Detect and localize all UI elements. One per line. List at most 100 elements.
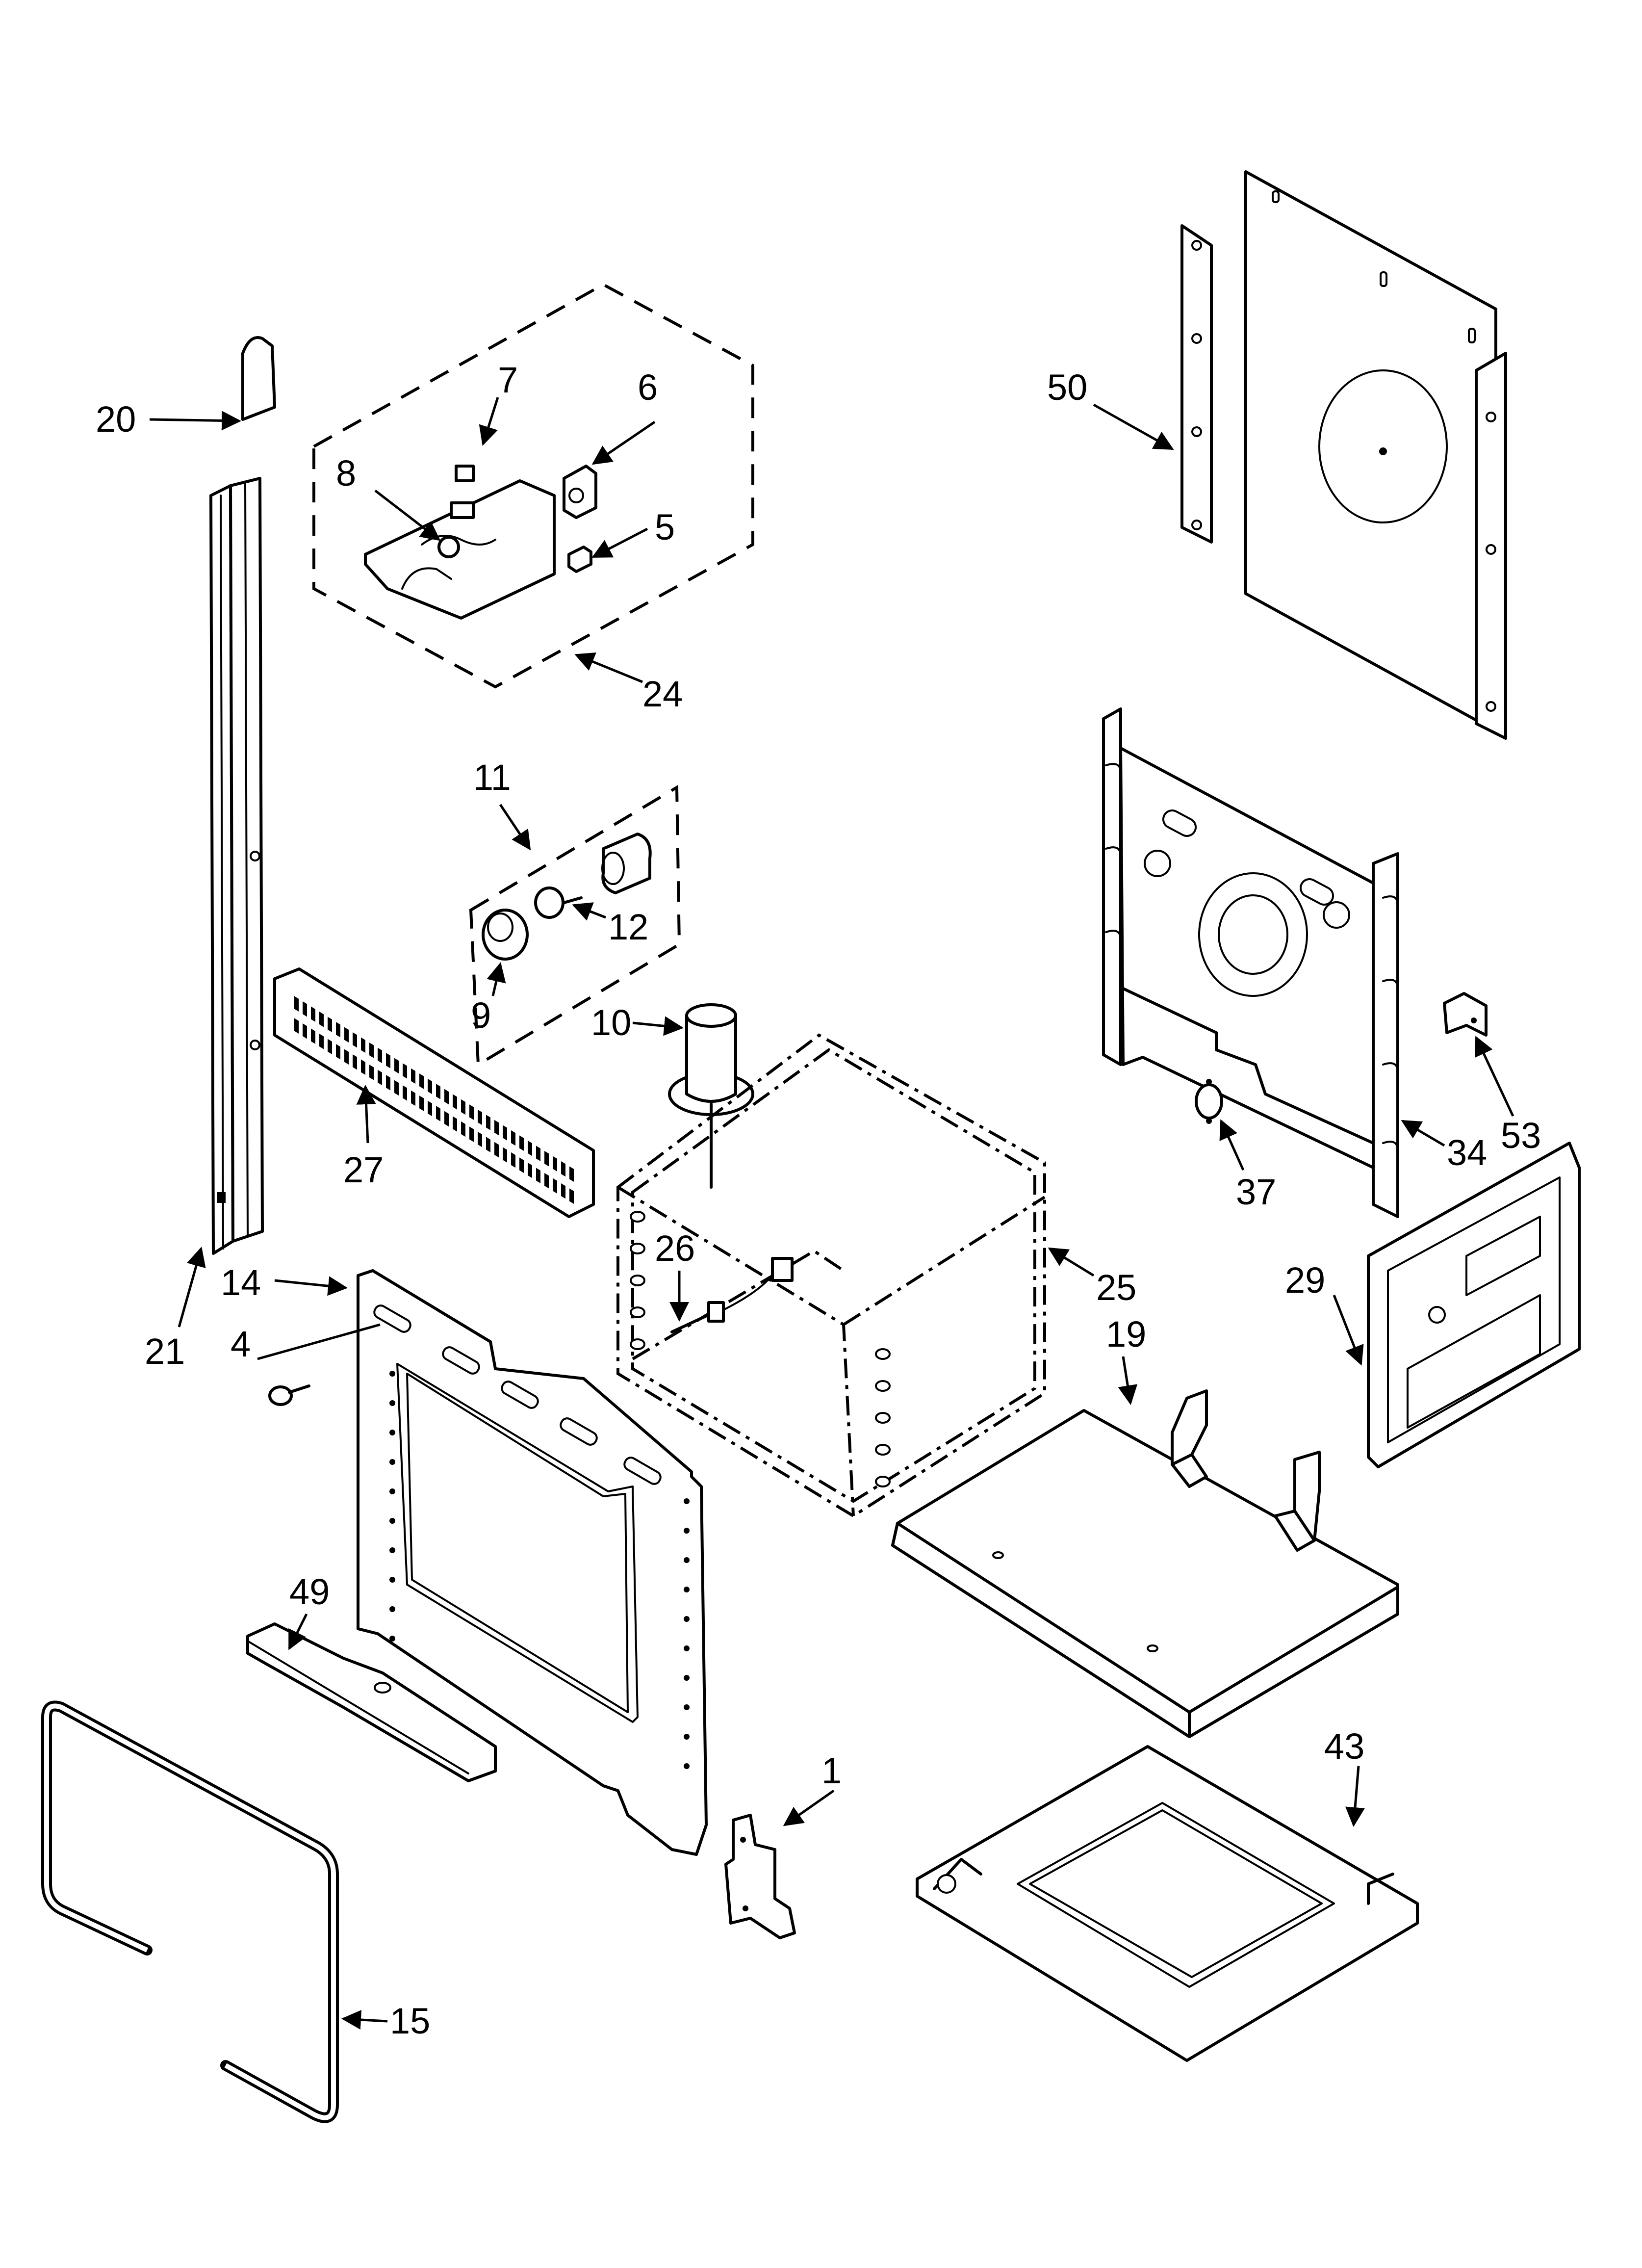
grille-slot [494,1142,499,1158]
callout-9: 10 [591,1002,631,1043]
frame-screw-hole [389,1400,395,1406]
rack-support [875,1476,891,1487]
grille-slot [361,1059,365,1075]
grille-slot [469,1104,474,1120]
grille-slot [569,1166,574,1182]
leader-11 [499,804,531,851]
callout-8: 8 [336,453,356,494]
callout-7: 7 [498,360,518,400]
rack-support [630,1338,645,1350]
part-11-lamp-assembly-group [469,784,681,1068]
grille-slot [411,1090,415,1106]
grille-slot [361,1037,365,1053]
part-34-vent-grille [273,967,595,1218]
grille-slot [544,1173,549,1189]
grille-slot [294,1018,299,1034]
grille-slot [328,1039,332,1054]
rack-support [630,1211,645,1223]
grille-slot [486,1137,490,1152]
callout-21: 21 [145,1331,185,1372]
grille-slot [303,1001,307,1017]
grille-slot [344,1027,349,1043]
frame-screw-hole [684,1557,690,1563]
grille-slot [503,1147,507,1163]
callout-12: 12 [608,907,648,947]
frame-screw-hole [684,1528,690,1534]
grille-slot [461,1121,465,1137]
leader-7 [479,397,499,446]
rack-support [630,1306,645,1318]
grille-slot [386,1075,390,1091]
grille-slot [328,1017,332,1032]
callout-37: 37 [1236,1172,1276,1212]
leader-6 [591,420,656,465]
grille-slot [478,1131,482,1147]
frame-screw-hole [389,1488,395,1494]
grille-slot [453,1116,457,1132]
callout-10: 9 [471,995,491,1036]
grille-slot [478,1109,482,1125]
callout-43: 43 [1324,1726,1364,1767]
grille-slot [436,1106,440,1121]
leader-lines [149,397,1514,2030]
frame-screw-hole [389,1547,395,1553]
leader-49 [288,1613,308,1650]
grille-slot [494,1120,499,1136]
callout-24: 24 [642,674,683,714]
part-43-drip-pan [916,1745,1419,2062]
frame-screw-hole [684,1616,690,1622]
leader-12 [572,902,606,921]
rack-support [875,1348,891,1360]
part-24-control-bracket-group [312,283,754,689]
part-20-cap [241,336,276,421]
frame-screw-hole [389,1430,395,1435]
grille-slot [519,1135,524,1151]
callout-20: 20 [96,399,136,440]
grille-slot [419,1073,424,1089]
frame-screw-hole [684,1498,690,1504]
leader-14 [274,1276,348,1296]
leader-5 [591,527,648,558]
frame-screw-hole [684,1675,690,1681]
rack-support [875,1444,891,1456]
callout-14: 14 [221,1262,261,1303]
grille-slot [394,1080,399,1096]
part-1-bracket [724,1814,796,1939]
callout-50: 50 [1047,367,1087,408]
grille-slot [394,1058,399,1074]
callout-53: 53 [1501,1115,1541,1156]
grille-slot [403,1085,407,1101]
grille-slot [428,1100,432,1117]
callout-15: 15 [390,2001,430,2041]
grille-slot [453,1094,457,1110]
leader-24 [574,652,643,683]
grille-slot [503,1125,507,1141]
grille-slot [311,1028,315,1044]
callout-5: 5 [655,507,675,547]
leader-50 [1093,403,1174,450]
leader-10 [487,962,506,996]
callout-6: 6 [638,367,658,408]
leader-25 [1333,1295,1364,1366]
frame-screw-hole [389,1518,395,1524]
leader-15 [341,2010,388,2030]
part-15-gasket [41,1700,339,2123]
grille-slot [519,1157,524,1173]
grille-slot [536,1168,540,1183]
leader-34 [356,1085,376,1144]
grille-slot [319,1034,324,1049]
part-9-fan-motor [668,1003,754,1189]
callout-1: 1 [821,1750,842,1791]
rack-support [875,1412,891,1424]
grille-slot [553,1156,557,1172]
frame-screw-hole [684,1587,690,1592]
grille-slot [369,1065,374,1080]
frame-screw-hole [684,1645,690,1651]
grille-slot [569,1188,574,1204]
grille-slot [369,1043,374,1058]
callout-34: 27 [343,1149,384,1190]
leader-9 [632,1016,684,1036]
grille-slot [344,1049,349,1065]
rack-support [875,1380,891,1392]
